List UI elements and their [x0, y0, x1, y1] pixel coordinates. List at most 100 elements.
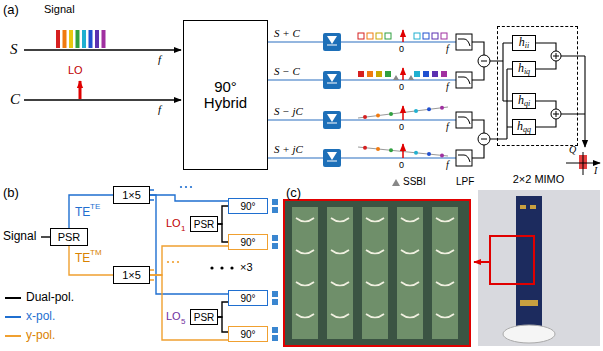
text-label: f — [158, 53, 161, 66]
node-text-box: hqq — [513, 120, 535, 134]
spectrum-mark — [441, 33, 447, 39]
node-text-box: 90° — [229, 291, 267, 305]
plus-sign — [553, 53, 559, 117]
splitter-box: 1×5 — [113, 186, 150, 204]
lpf-symbol — [456, 72, 472, 88]
text-label: f — [446, 81, 449, 93]
node-text-box: 90° — [229, 327, 267, 341]
node-text-box: PSR — [51, 229, 87, 245]
carrier-arrow — [402, 106, 404, 120]
node-text-box: 1×5 — [114, 267, 149, 283]
text-label: TE — [90, 202, 100, 211]
hybrid-box: 90° — [228, 198, 268, 214]
legend-row: Dual-pol. — [4, 291, 74, 305]
legend-text: Dual-pol. — [26, 291, 74, 305]
spectrum-mark — [414, 109, 418, 113]
psr-box: PSR — [190, 309, 218, 325]
hybrid-box: 90° — [228, 290, 268, 306]
spectrum-mark — [432, 71, 438, 77]
node-label: PSR — [194, 312, 215, 323]
node-label: 90° — [240, 293, 255, 304]
text-label: ×3 — [240, 261, 253, 274]
spectrum-mark — [358, 71, 364, 77]
node-label: PSR — [194, 219, 215, 230]
connector — [218, 224, 228, 242]
spectrum-mark — [441, 71, 447, 77]
lo-tone-arrow — [79, 81, 82, 99]
carrier-arrow — [402, 144, 404, 158]
ellipsis-dot — [167, 261, 169, 263]
signal-comb-bar — [89, 30, 93, 48]
text-label: 0 — [399, 160, 404, 170]
text-label: Q — [569, 144, 576, 156]
connector — [150, 246, 228, 275]
text-label: I — [594, 165, 597, 177]
spectrum-mark — [414, 33, 420, 39]
diode-symbol — [327, 45, 337, 161]
node-text-box: hiq — [513, 62, 535, 76]
lpf-symbol — [456, 112, 472, 128]
node-text-box: 2×2 MIMO — [488, 173, 589, 185]
text-label: f — [446, 159, 449, 171]
package-photo — [478, 190, 600, 346]
spectrum-mark — [414, 151, 418, 155]
signal-comb-bar — [82, 30, 86, 48]
text-label: f — [446, 121, 449, 133]
text-label: S − C — [274, 65, 300, 78]
carrier-arrow — [402, 68, 404, 80]
text-label: LO — [166, 217, 181, 230]
signal-input-line — [24, 49, 181, 50]
connector — [69, 246, 113, 275]
node-text-box: PSR — [191, 217, 217, 231]
psr-box: PSR — [190, 216, 218, 232]
node-label: 90° Hybrid — [194, 79, 258, 112]
text-label: 0 — [399, 82, 404, 92]
carrier-arrow — [402, 30, 404, 42]
node-label: 90° — [240, 201, 255, 212]
signal-input-line — [41, 236, 50, 237]
text-label: S + jC — [274, 143, 303, 156]
ssbi-marker — [392, 179, 400, 186]
ellipsis-dot — [180, 186, 182, 188]
q-axis — [583, 152, 584, 175]
text-label: TM — [90, 248, 102, 257]
spectrum-mark — [367, 33, 373, 39]
mimo-wires — [503, 43, 585, 139]
text-label: 0 — [399, 122, 404, 132]
spectrum-mark — [367, 71, 373, 77]
node-text-box: 90° — [229, 235, 267, 249]
spectrum-mark — [385, 33, 391, 39]
node-label: h — [517, 120, 523, 133]
ellipsis-dot — [172, 261, 174, 263]
spectrum-mark — [414, 71, 420, 77]
text-label: LPF — [456, 176, 474, 188]
legend-text: x-pol. — [26, 310, 55, 324]
connector — [69, 195, 113, 228]
spectrum-mark — [385, 71, 391, 77]
lpf-curve — [458, 39, 470, 162]
connector — [218, 302, 228, 317]
splitter-box: 1×5 — [113, 266, 150, 284]
spectrum-mark — [363, 115, 367, 119]
diode-symbol — [327, 36, 337, 160]
legend-text: y-pol. — [26, 329, 55, 343]
legend-sample — [4, 292, 22, 304]
text-label: LO — [166, 310, 181, 323]
node-label: 1×5 — [122, 269, 141, 281]
legend-sample — [4, 311, 22, 323]
hybrid-box: 90° — [228, 234, 268, 250]
node-text-box: 90° — [229, 199, 267, 213]
node-text-box: hii — [513, 36, 535, 50]
chip-pads — [520, 205, 538, 306]
ellipsis-dot — [220, 266, 223, 269]
spectrum-mark — [427, 107, 431, 111]
connector — [150, 195, 228, 201]
spectrum-mark — [440, 153, 444, 157]
chip-waveguides — [296, 218, 454, 318]
spectrum-mark — [363, 146, 367, 150]
spectrum-mark — [432, 33, 438, 39]
coefficient-box: hii — [512, 35, 536, 51]
edge-label: TE — [74, 252, 91, 266]
